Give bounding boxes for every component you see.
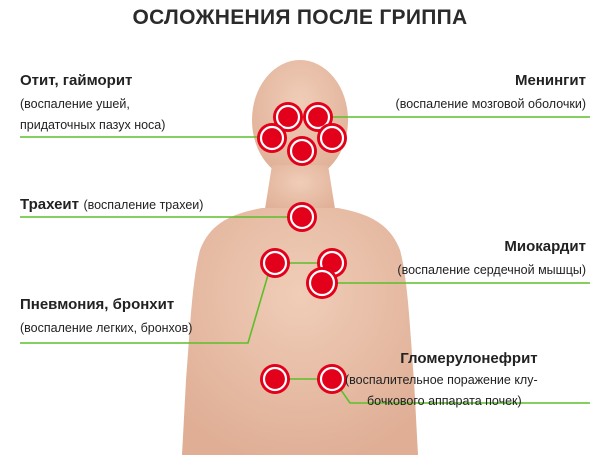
label-myocarditis: Миокардит (воспаление сердечной мышцы) <box>397 238 586 277</box>
markers <box>257 102 347 394</box>
label-pneumonia-name: Пневмония, бронхит <box>20 296 175 313</box>
neck-shape <box>264 165 336 215</box>
marker-kidney-left <box>260 364 290 394</box>
label-meningitis-name: Менингит <box>515 72 586 89</box>
label-otitis-name: Отит, гайморит <box>20 72 133 89</box>
label-otitis: Отит, гайморит (воспаление ушей, придато… <box>20 72 165 132</box>
marker-trachea <box>287 202 317 232</box>
label-meningitis-desc: (воспаление мозговой оболочки) <box>395 97 586 111</box>
label-glomerulonephritis-name: Гломерулонефрит <box>400 350 538 367</box>
label-glomerulonephritis: Гломерулонефрит (воспалительное поражени… <box>345 350 538 408</box>
marker-nose <box>287 136 317 166</box>
marker-heart <box>306 267 338 299</box>
label-myocarditis-name: Миокардит <box>504 238 586 255</box>
label-pneumonia-desc: (воспаление легких, бронхов) <box>20 321 193 335</box>
label-glomerulonephritis-desc-2: бочкового аппарата почек) <box>367 394 522 408</box>
label-glomerulonephritis-desc-1: (воспалительное поражение клу- <box>345 373 538 387</box>
label-otitis-desc-1: (воспаление ушей, <box>20 97 130 111</box>
marker-lung-left <box>260 248 290 278</box>
label-tracheitis: Трахеит (воспаление трахеи) <box>20 196 203 214</box>
marker-sinus-right <box>317 123 347 153</box>
label-tracheitis-name: Трахеит <box>20 196 79 213</box>
label-pneumonia: Пневмония, бронхит (воспаление легких, б… <box>20 296 192 335</box>
marker-sinus-left <box>257 123 287 153</box>
label-tracheitis-desc: (воспаление трахеи) <box>83 198 204 212</box>
label-myocarditis-desc: (воспаление сердечной мышцы) <box>397 263 586 277</box>
label-meningitis: Менингит (воспаление мозговой оболочки) <box>396 72 586 111</box>
marker-kidney-right <box>317 364 347 394</box>
label-otitis-desc-2: придаточных пазух носа) <box>20 118 166 132</box>
torso-shape <box>182 208 418 455</box>
marker-ear-left <box>273 102 303 132</box>
connector-pneumonia <box>20 274 269 344</box>
page-title: ОСЛОЖНЕНИЯ ПОСЛЕ ГРИППА <box>132 6 468 29</box>
